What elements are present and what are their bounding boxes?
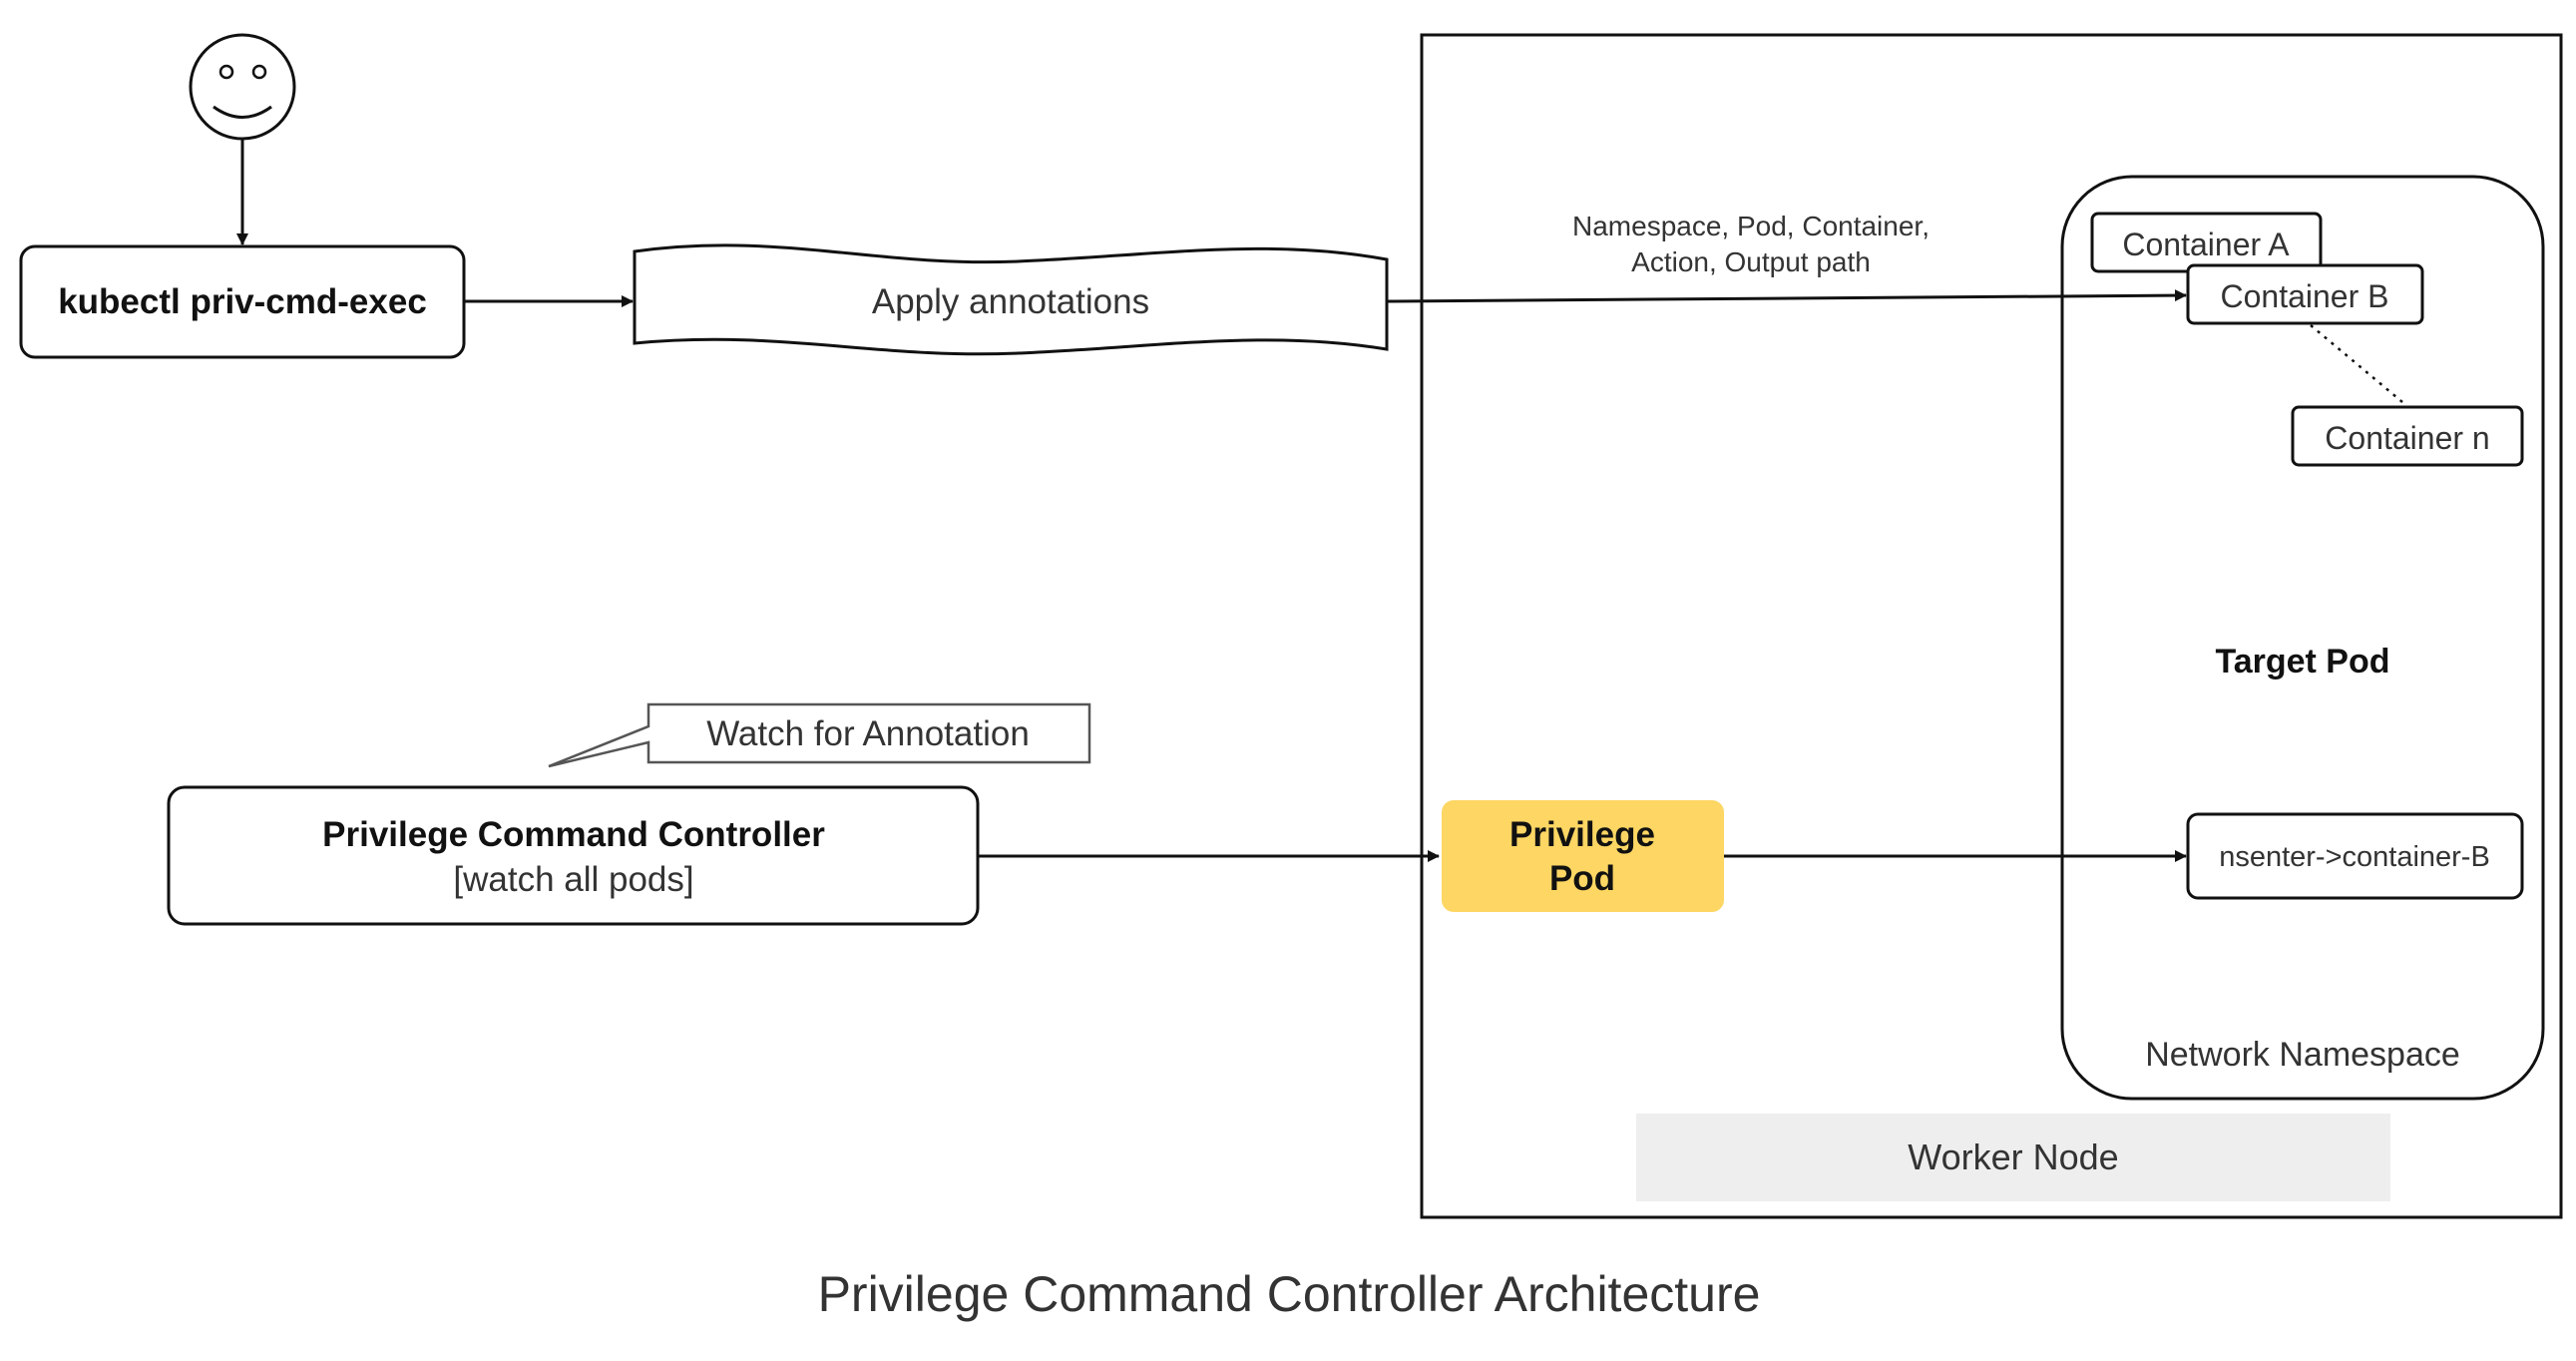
- kubectl-command-label: kubectl priv-cmd-exec: [58, 282, 427, 321]
- annotation-fields-line1: Namespace, Pod, Container,: [1572, 211, 1930, 241]
- smiley-person-icon: [189, 33, 296, 141]
- watch-annotation-callout: [548, 702, 1091, 768]
- container-n-box: [2291, 405, 2524, 467]
- nsenter-label: nsenter->container-B: [2219, 841, 2490, 873]
- network-namespace-label: Network Namespace: [2145, 1036, 2460, 1074]
- nsenter-box: [2186, 812, 2524, 900]
- controller-box: [167, 785, 980, 926]
- privilege-pod-box: [1442, 800, 1724, 912]
- apply-annotations-flag: [633, 243, 1389, 356]
- controller-subtitle: [watch all pods]: [453, 860, 693, 899]
- worker-node-label: Worker Node: [1908, 1136, 2118, 1177]
- container-b-box: [2186, 263, 2424, 325]
- target-pod-label: Target Pod: [2215, 643, 2389, 680]
- apply-annotations-label: Apply annotations: [872, 282, 1149, 321]
- annotation-fields-line2: Action, Output path: [1631, 246, 1871, 277]
- container-b-label: Container B: [2221, 278, 2389, 314]
- diagram-title: Privilege Command Controller Architectur…: [818, 1266, 1761, 1322]
- privilege-pod-line1: Privilege: [1509, 815, 1655, 854]
- container-n-label: Container n: [2325, 420, 2489, 456]
- container-dotted-connector: [2310, 324, 2403, 403]
- network-namespace-box: [2060, 175, 2545, 1101]
- privilege-pod-line2: Pod: [1549, 859, 1615, 898]
- watch-annotation-label: Watch for Annotation: [706, 714, 1030, 753]
- controller-title: Privilege Command Controller: [322, 815, 825, 854]
- worker-node-label-bg: [1636, 1114, 2390, 1201]
- annotations-to-container-b-arrow: [1386, 289, 2187, 303]
- container-a-label: Container A: [2122, 227, 2290, 262]
- worker-node-frame: [1420, 33, 2563, 1219]
